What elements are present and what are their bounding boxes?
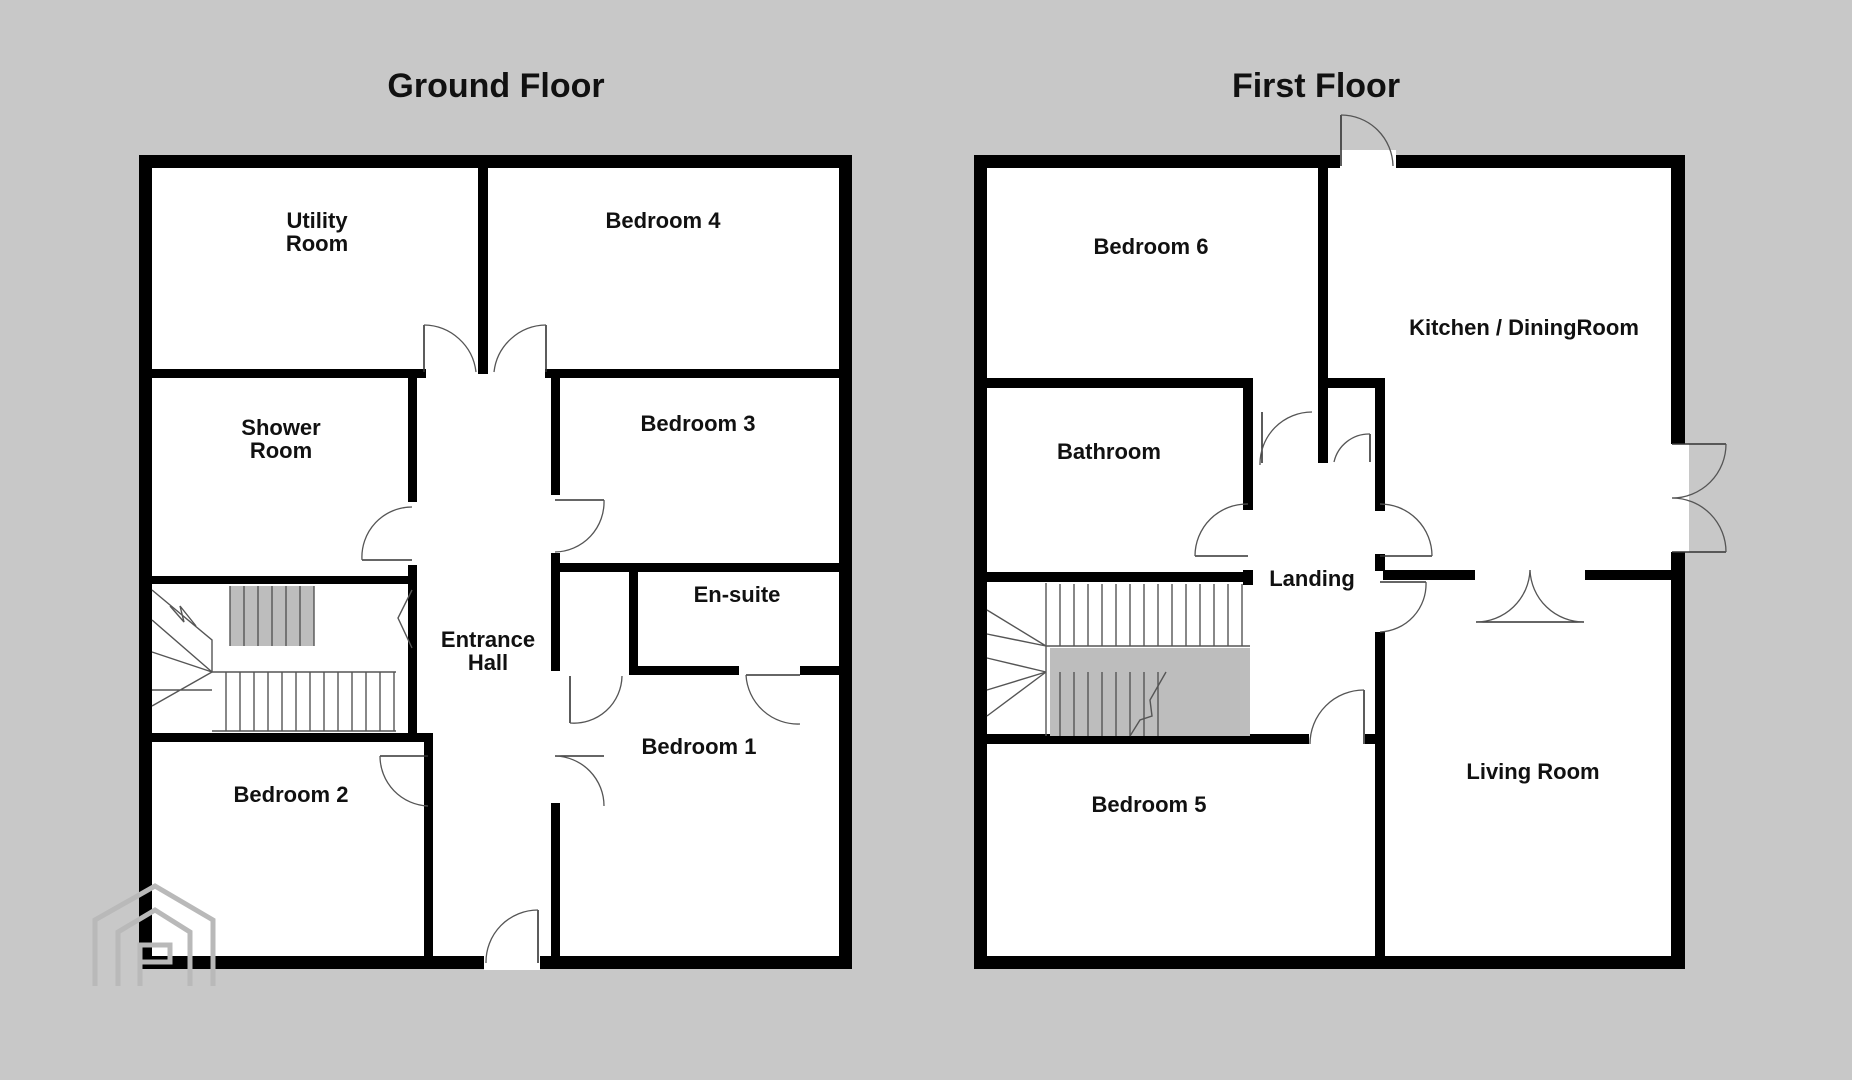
ground-floor-title: Ground Floor xyxy=(387,67,604,105)
kitchen-living-french-doors[interactable] xyxy=(1475,569,1585,623)
kitchen-door-left[interactable] xyxy=(1333,433,1371,463)
ground-doors xyxy=(361,324,801,964)
ensuite-label: En-suite xyxy=(694,582,781,607)
bedroom6-door[interactable] xyxy=(1259,411,1313,466)
shower-room-label-1: Shower xyxy=(241,415,321,440)
living-room-door[interactable] xyxy=(1379,581,1427,633)
first-floor-plan: First Floor xyxy=(974,67,1727,969)
ground-floor-plan: Ground Floor xyxy=(92,67,852,986)
bedroom5-door[interactable] xyxy=(1309,689,1365,745)
living-room-label: Living Room xyxy=(1466,759,1599,784)
bedroom6-label: Bedroom 6 xyxy=(1094,234,1209,259)
bedroom3-door[interactable] xyxy=(554,499,605,553)
first-doors xyxy=(1194,114,1727,745)
ensuite-door[interactable] xyxy=(745,674,801,725)
ground-staircase xyxy=(151,586,396,732)
landing-label: Landing xyxy=(1269,566,1355,591)
cupboard-door[interactable] xyxy=(569,675,623,724)
first-staircase xyxy=(986,583,1250,737)
first-interior-walls xyxy=(983,160,1675,957)
first-floor-area xyxy=(987,168,1671,956)
kitchen-door-right[interactable] xyxy=(1379,503,1433,557)
ground-floor-area xyxy=(152,168,839,956)
ground-interior-walls xyxy=(148,160,842,958)
garden-french-doors[interactable] xyxy=(1671,443,1727,553)
shower-room-label-2: Room xyxy=(250,438,312,463)
house-logo-icon xyxy=(92,883,216,986)
bedroom2-door[interactable] xyxy=(379,755,429,807)
bedroom4-label: Bedroom 4 xyxy=(606,208,722,233)
entrance-hall-label-1: Entrance xyxy=(441,627,535,652)
bedroom4-door[interactable] xyxy=(493,324,547,373)
utility-room-label-2: Room xyxy=(286,231,348,256)
bathroom-door[interactable] xyxy=(1194,503,1249,557)
bedroom5-label: Bedroom 5 xyxy=(1092,792,1207,817)
external-top-door[interactable] xyxy=(1340,114,1394,167)
front-door-opening xyxy=(484,948,540,970)
first-floor-title: First Floor xyxy=(1232,67,1400,105)
top-door-opening xyxy=(1340,150,1396,172)
bedroom3-label: Bedroom 3 xyxy=(641,411,756,436)
utility-room-door[interactable] xyxy=(423,324,477,373)
under-stair-folding-door[interactable] xyxy=(397,589,413,649)
bedroom1-label: Bedroom 1 xyxy=(642,734,757,759)
bathroom-label: Bathroom xyxy=(1057,439,1161,464)
kitchen-dining-label: Kitchen / DiningRoom xyxy=(1409,315,1639,340)
entrance-hall-label-2: Hall xyxy=(468,650,508,675)
utility-room-label-1: Utility xyxy=(286,208,348,233)
shower-room-door[interactable] xyxy=(361,506,413,561)
bedroom1-door[interactable] xyxy=(554,755,605,807)
front-door[interactable] xyxy=(485,909,539,964)
bedroom2-label: Bedroom 2 xyxy=(234,782,349,807)
